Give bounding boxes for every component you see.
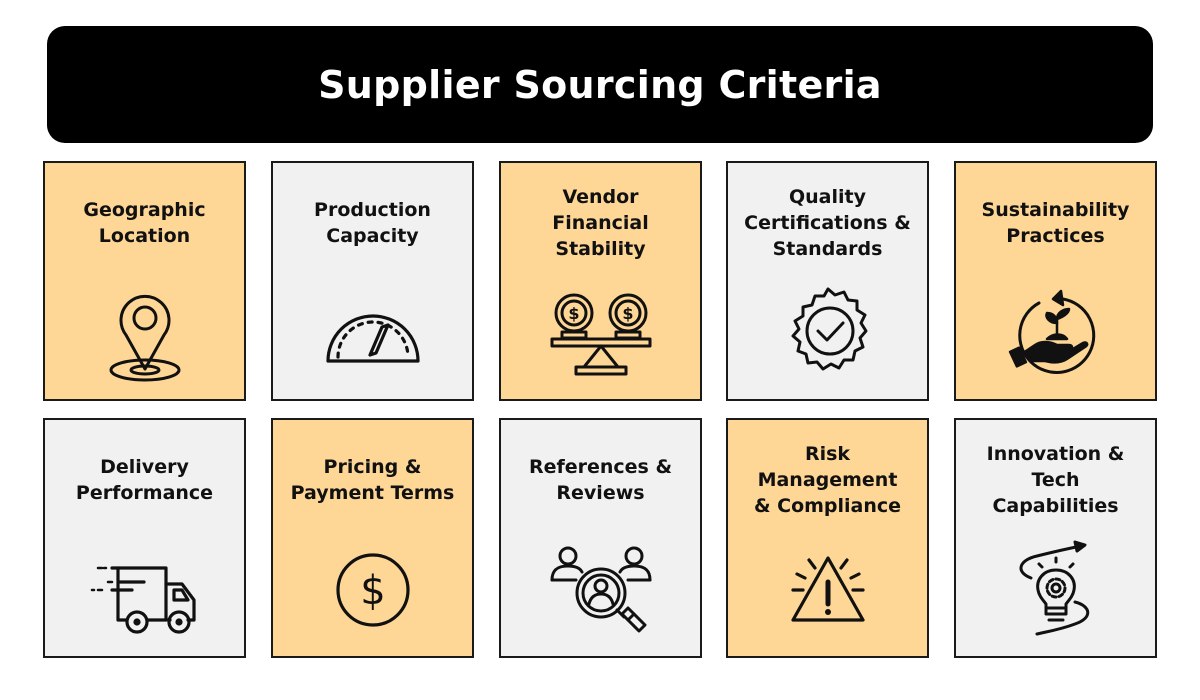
card-label: Sustainability Practices	[981, 199, 1130, 247]
card-label: Quality Certifications & Standards	[744, 186, 911, 260]
card-label: Production Capacity	[314, 199, 431, 247]
card-innovation-tech: Innovation & Tech Capabilities	[954, 418, 1157, 658]
certified-badge-icon	[773, 281, 883, 385]
card-label: Risk Management & Compliance	[753, 443, 902, 517]
lightbulb-gear-icon	[1001, 538, 1111, 642]
card-geographic-location: Geographic Location	[43, 161, 246, 401]
card-sustainability-practices: Sustainability Practices	[954, 161, 1157, 401]
card-label: Vendor Financial Stability	[552, 186, 649, 260]
hand-plant-cycle-icon	[1001, 281, 1111, 385]
speedometer-icon	[318, 281, 428, 385]
title-banner: Supplier Sourcing Criteria	[47, 26, 1153, 143]
location-pin-icon	[90, 281, 200, 385]
card-risk-management-compliance: Risk Management & Compliance	[726, 418, 929, 658]
card-pricing-payment-terms: Pricing & Payment Terms $	[271, 418, 474, 658]
card-production-capacity: Production Capacity	[271, 161, 474, 401]
svg-text:$: $	[622, 304, 633, 323]
svg-text:$: $	[568, 304, 579, 323]
warning-triangle-icon	[773, 538, 883, 642]
card-vendor-financial-stability: Vendor Financial Stability $ $	[499, 161, 702, 401]
delivery-truck-icon	[90, 538, 200, 642]
card-label: Pricing & Payment Terms	[290, 456, 455, 504]
page-title: Supplier Sourcing Criteria	[318, 62, 882, 107]
svg-text:$: $	[360, 568, 385, 614]
card-label: References & Reviews	[528, 456, 673, 504]
card-label: Delivery Performance	[75, 456, 214, 504]
card-delivery-performance: Delivery Performance	[43, 418, 246, 658]
card-label: Geographic Location	[83, 199, 206, 247]
dollar-circle-icon: $	[318, 538, 428, 642]
card-references-reviews: References & Reviews	[499, 418, 702, 658]
people-magnifier-icon	[546, 538, 656, 642]
card-label: Innovation & Tech Capabilities	[986, 443, 1125, 517]
card-quality-certifications: Quality Certifications & Standards	[726, 161, 929, 401]
balance-coins-icon: $ $	[546, 281, 656, 385]
